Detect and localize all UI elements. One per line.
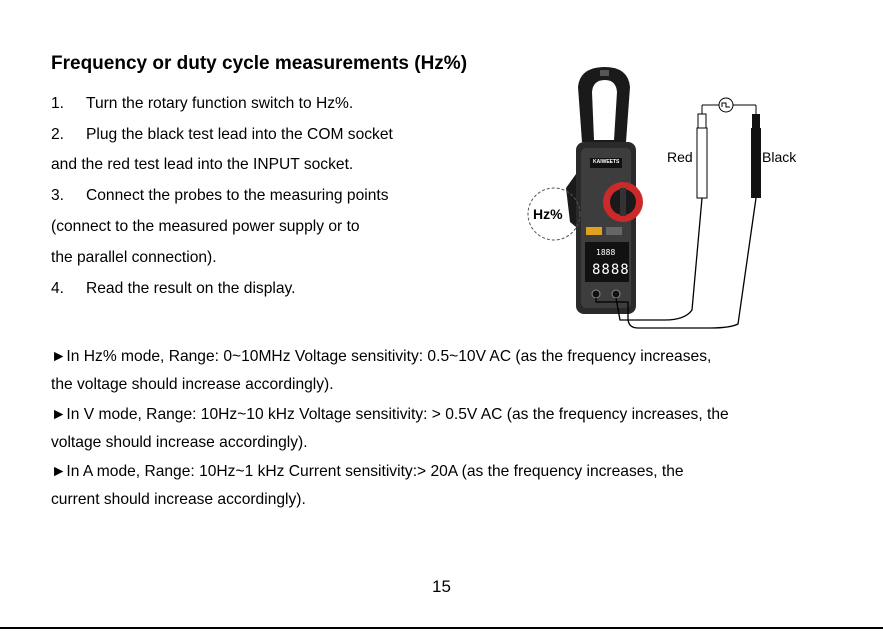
step-3-continued: (connect to the measured power supply or… — [51, 218, 360, 235]
label-black: Black — [762, 149, 797, 165]
note-a-mode: ►In A mode, Range: 10Hz~1 kHz Current se… — [51, 463, 684, 480]
note-v-mode-continued: voltage should increase accordingly). — [51, 434, 308, 451]
label-red: Red — [667, 149, 693, 165]
note-v-mode: ►In V mode, Range: 10Hz~10 kHz Voltage s… — [51, 406, 729, 423]
step-1: 1. Turn the rotary function switch to Hz%… — [51, 95, 353, 113]
footer-rule — [0, 627, 883, 629]
step-2: 2. Plug the black test lead into the COM … — [51, 126, 393, 144]
label-hz-percent: Hz% — [533, 206, 563, 222]
step-text: Plug the black test lead into the COM so… — [86, 126, 393, 143]
step-2-continued: and the red test lead into the INPUT soc… — [51, 156, 354, 173]
step-number: 3. — [51, 187, 65, 204]
step-3-continued: the parallel connection). — [51, 249, 217, 266]
meter-brand: KAIWEETS — [593, 159, 620, 165]
page-number: 15 — [432, 577, 451, 596]
note-hz-mode: ►In Hz% mode, Range: 0~10MHz Voltage sen… — [51, 348, 712, 365]
step-number: 4. — [51, 280, 65, 297]
step-text: Connect the probes to the measuring poin… — [86, 187, 389, 204]
step-text: Read the result on the display. — [86, 280, 296, 297]
note-a-mode-continued: current should increase accordingly). — [51, 491, 306, 508]
page-title: Frequency or duty cycle measurements (Hz… — [51, 53, 468, 74]
step-number: 1. — [51, 95, 65, 112]
step-number: 2. — [51, 126, 65, 143]
meter-display-top: 1888 — [596, 248, 616, 257]
note-hz-mode-continued: the voltage should increase accordingly)… — [51, 376, 334, 393]
step-text: Turn the rotary function switch to Hz%. — [86, 95, 354, 112]
meter-display-main: 8888 — [592, 262, 630, 278]
step-4: 4. Read the result on the display. — [51, 280, 296, 298]
step-3: 3. Connect the probes to the measuring po… — [51, 187, 389, 205]
clamp-meter-illustration — [527, 67, 761, 329]
